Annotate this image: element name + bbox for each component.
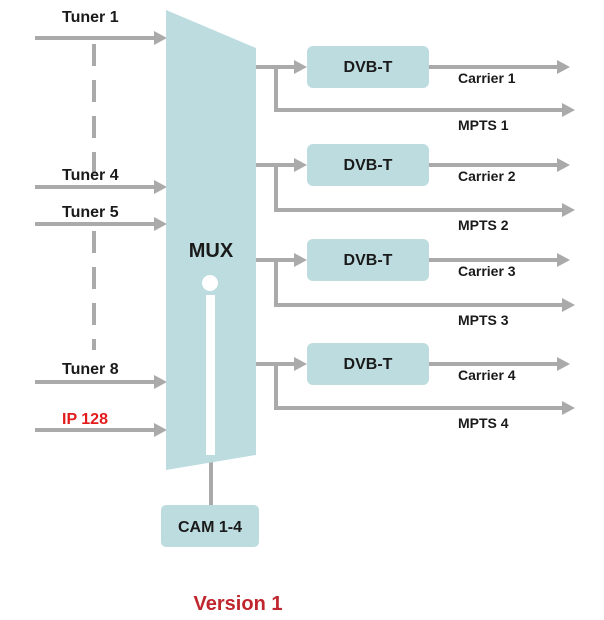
mpts-label-1: MPTS 1	[458, 117, 509, 133]
mux-port-slot	[206, 295, 215, 455]
carrier-arrow-4-head	[557, 357, 570, 371]
dvbt-label-1: DVB-T	[344, 59, 393, 76]
mpts-label-4: MPTS 4	[458, 415, 509, 431]
dvbt-block-3	[307, 239, 429, 281]
mpts-arrow-1-head	[562, 103, 575, 117]
input-label-4: Tuner 8	[62, 361, 119, 378]
carrier-arrow-2-head	[557, 158, 570, 172]
mux-to-dvbt-arrow-2-head	[294, 158, 307, 172]
mpts-label-3: MPTS 3	[458, 312, 509, 328]
input-arrow-2-head	[154, 180, 167, 194]
mux-to-dvbt-arrow-4-head	[294, 357, 307, 371]
version-label: Version 1	[194, 593, 283, 615]
input-label-3: Tuner 5	[62, 204, 119, 221]
dvbt-block-2	[307, 144, 429, 186]
mpts-arrow-4-head	[562, 401, 575, 415]
dvbt-label-2: DVB-T	[344, 157, 393, 174]
mpts-arrow-3-head	[562, 298, 575, 312]
mux-port-circle	[202, 275, 218, 291]
dvbt-label-3: DVB-T	[344, 252, 393, 269]
mux-label: MUX	[189, 240, 234, 262]
input-label-2: Tuner 4	[62, 167, 119, 184]
dvbt-block-4	[307, 343, 429, 385]
connector-lines	[35, 31, 575, 508]
carrier-arrow-3-head	[557, 253, 570, 267]
input-label-5: IP 128	[62, 411, 108, 428]
carrier-label-2: Carrier 2	[458, 168, 516, 184]
input-arrow-1-head	[154, 31, 167, 45]
carrier-label-1: Carrier 1	[458, 70, 516, 86]
input-arrow-3-head	[154, 217, 167, 231]
input-label-1: Tuner 1	[62, 9, 119, 26]
carrier-arrow-1-head	[557, 60, 570, 74]
mux-to-dvbt-arrow-3-head	[294, 253, 307, 267]
cam-label: CAM 1-4	[178, 519, 242, 536]
carrier-label-4: Carrier 4	[458, 367, 516, 383]
input-arrow-4-head	[154, 375, 167, 389]
labels: Tuner 1 Tuner 4 Tuner 5 Tuner 8 IP 128 MUX CAM…	[62, 9, 516, 615]
mux-to-dvbt-arrow-1-head	[294, 60, 307, 74]
dvbt-label-4: DVB-T	[344, 356, 393, 373]
cam-block	[161, 505, 259, 547]
dvbt-block-1	[307, 46, 429, 88]
mpts-arrow-2-head	[562, 203, 575, 217]
mpts-label-2: MPTS 2	[458, 217, 509, 233]
mux-block	[166, 10, 256, 470]
carrier-label-3: Carrier 3	[458, 263, 516, 279]
input-arrow-5-head	[154, 423, 167, 437]
blocks	[161, 10, 429, 547]
